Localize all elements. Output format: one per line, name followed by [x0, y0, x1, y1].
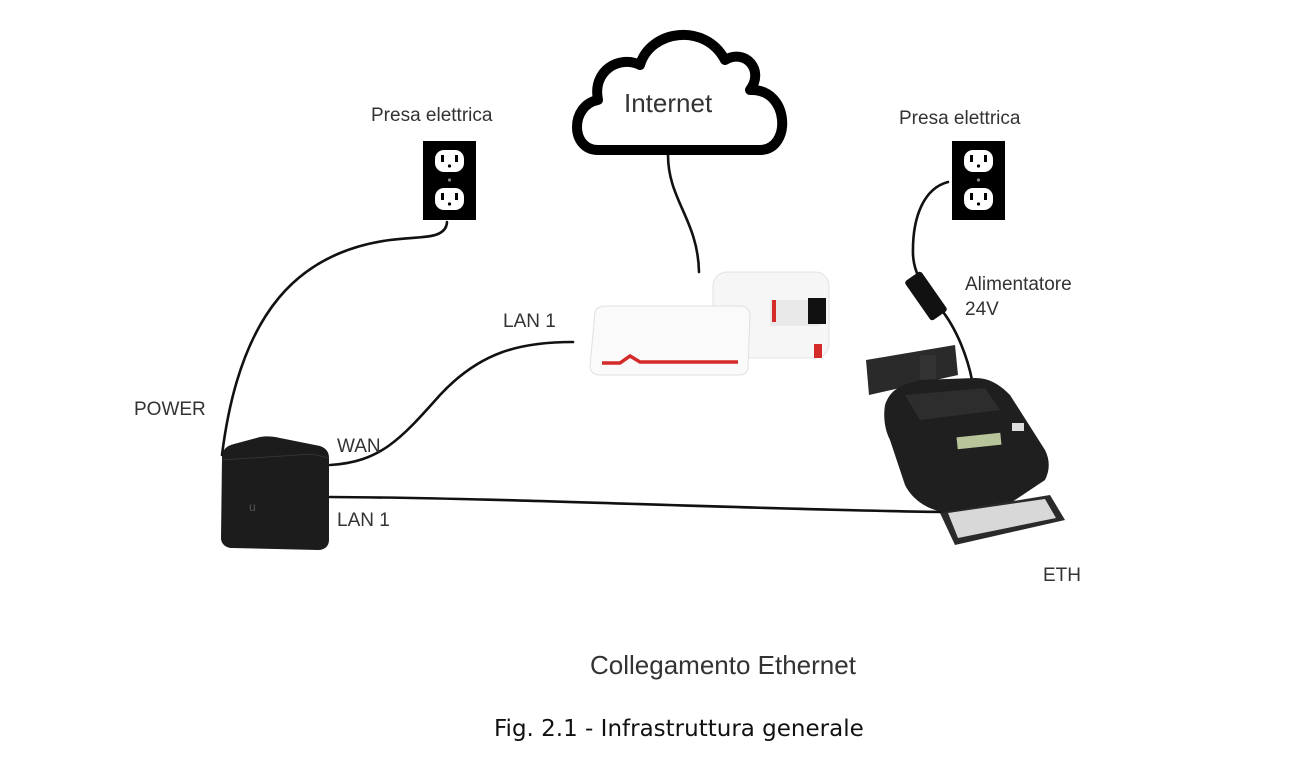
- outlet-left-label: Presa elettrica: [371, 105, 493, 126]
- power-supply-label-line1: Alimentatore: [965, 274, 1072, 295]
- modem-router-icon: [589, 271, 830, 376]
- cable-power-left: [220, 220, 449, 457]
- electrical-outlet-right-icon: [952, 141, 1005, 220]
- cable-power-right: [911, 180, 950, 287]
- power-port-label: POWER: [134, 399, 206, 420]
- power-supply-label-line2: 24V: [965, 299, 999, 320]
- figure-caption: Fig. 2.1 - Infrastruttura generale: [494, 716, 864, 742]
- svg-text:u: u: [249, 500, 256, 514]
- wan-port-label: WAN: [337, 436, 381, 457]
- electrical-outlet-left-icon: [423, 141, 476, 220]
- cash-register-icon: [866, 345, 1065, 545]
- cable-lan-eth: [328, 495, 950, 514]
- cable-modem-internet: [666, 153, 701, 274]
- power-supply-icon: [905, 271, 947, 321]
- access-point-cube-icon: u: [221, 436, 330, 550]
- ap-lan-port-label: LAN 1: [337, 510, 390, 531]
- internet-cloud-icon: [572, 30, 788, 155]
- eth-port-label: ETH: [1043, 565, 1081, 586]
- cables: [220, 153, 974, 514]
- modem-lan-label: LAN 1: [503, 311, 556, 332]
- internet-label: Internet: [624, 88, 713, 118]
- cable-psu-register: [938, 306, 974, 382]
- outlet-right-label: Presa elettrica: [899, 108, 1021, 129]
- cable-wan-lan: [328, 340, 575, 467]
- diagram-title: Collegamento Ethernet: [590, 650, 856, 680]
